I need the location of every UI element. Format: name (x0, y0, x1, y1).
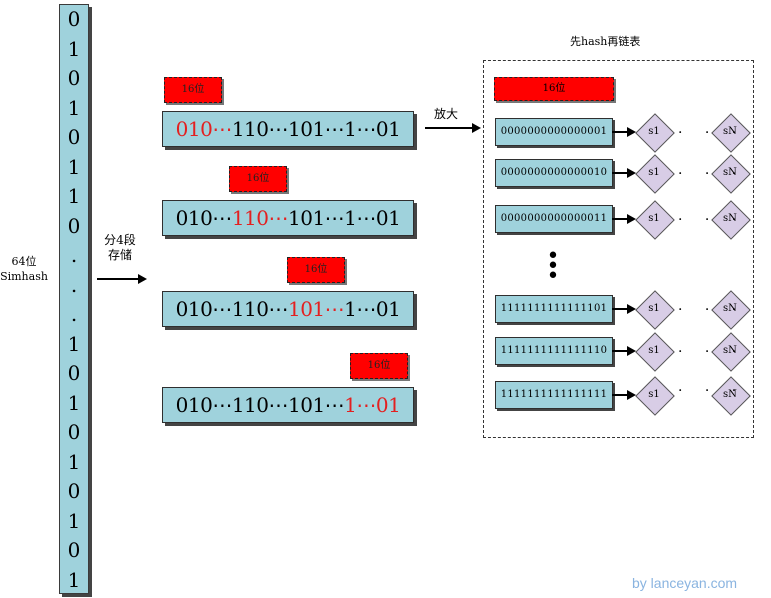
segment-part: 1⋯01 (344, 297, 401, 321)
split-arrow-head (138, 274, 147, 284)
hash-key-box: 1111111111111111 (495, 381, 613, 409)
chain-ellipsis: · · · (678, 125, 746, 141)
hash-key-box: 1111111111111101 (495, 295, 613, 323)
chain-arrow-head (627, 127, 636, 137)
simhash-label-line-1: 64位 (11, 255, 37, 268)
bit-cell: 0 (67, 420, 81, 444)
hash-key-box: 0000000000000001 (495, 118, 613, 146)
zoom-arrow-head (472, 123, 481, 133)
bit-cell: 1 (67, 331, 81, 356)
segment-tag-16bit: 16位 (287, 257, 345, 283)
segment-part: 101⋯ (287, 297, 345, 321)
chain-arrow-shaft (612, 350, 628, 352)
vertical-ellipsis: ••• (546, 244, 560, 289)
chain-arrow-shaft (612, 131, 628, 133)
simhash-label: 64位 Simhash (0, 254, 48, 284)
segment-part: 010⋯110⋯ (175, 297, 289, 321)
segment-part: 1⋯01 (344, 393, 401, 417)
bit-cell: 1 (67, 184, 81, 208)
bit-cell: 1 (67, 449, 81, 474)
split-label-line-1: 分4段 (104, 233, 136, 247)
segment-part: 010⋯ (175, 206, 233, 230)
bit-cell: . (70, 272, 78, 297)
chain-arrow-shaft (612, 308, 628, 310)
segment-part: 010⋯ (175, 117, 233, 141)
bit-cell: 0 (67, 479, 81, 503)
chain-arrow-shaft (612, 218, 628, 220)
chain-node-label: s1 (648, 303, 660, 314)
chain-ellipsis: · · · (678, 212, 746, 228)
chain-arrow-head (627, 214, 636, 224)
chain-node-label: s1 (648, 213, 660, 224)
bit-cell: 0 (67, 125, 81, 149)
hash-key-box: 0000000000000011 (495, 205, 613, 233)
chain-node-label: s1 (648, 167, 660, 178)
hash-key-box: 0000000000000010 (495, 159, 613, 187)
chain-arrow-head (627, 346, 636, 356)
segment-part: 101⋯1⋯01 (288, 206, 401, 230)
segment-part: 110⋯ (231, 206, 289, 230)
chain-ellipsis: · · · (678, 302, 746, 318)
simhash-label-line-2: Simhash (0, 270, 48, 283)
hash-table-title: 先hash再链表 (570, 35, 641, 48)
bit-cell: . (70, 302, 78, 326)
chain-ellipsis: · · · (678, 344, 746, 360)
bit-cell: 1 (67, 95, 81, 120)
watermark: by lanceyan.com (632, 575, 738, 591)
chain-ellipsis: · · · (678, 383, 746, 399)
split-label: 分4段 存储 (100, 233, 140, 263)
chain-arrow-head (627, 168, 636, 178)
segment-box: 010⋯110⋯101⋯1⋯01 (162, 387, 414, 423)
segment-part: 010⋯110⋯101⋯ (175, 393, 345, 417)
hash-table-tag: 16位 (494, 77, 614, 101)
bit-cell: 0 (67, 361, 81, 385)
chain-node-label: sN (723, 389, 737, 400)
segment-box: 010⋯110⋯101⋯1⋯01 (162, 200, 414, 236)
bit-cell: 1 (67, 508, 81, 533)
chain-arrow-head (627, 390, 636, 400)
bit-cell: 1 (67, 36, 81, 61)
simhash-bit-column: 0 1 0 1 0 1 1 0... 1 0 1 0 1 0 1 0 1 (59, 4, 89, 594)
bit-cell: 0 (67, 538, 81, 562)
chain-node-label: sN (723, 167, 737, 178)
bit-cell: 1 (67, 390, 81, 415)
bit-cell: 1 (67, 567, 81, 592)
segment-tag-16bit: 16位 (164, 77, 222, 103)
chain-node-label: sN (723, 213, 737, 224)
chain-arrow-shaft (612, 394, 628, 396)
segment-box: 010⋯110⋯101⋯1⋯01 (162, 111, 414, 147)
chain-node-label: s1 (648, 126, 660, 137)
split-label-line-2: 存储 (107, 248, 132, 262)
chain-node-label: sN (723, 126, 737, 137)
split-arrow-shaft (97, 278, 139, 280)
chain-node-label: s1 (648, 389, 660, 400)
zoom-label: 放大 (434, 107, 459, 121)
bit-cell: 0 (67, 66, 81, 90)
hash-table-frame (483, 60, 754, 438)
chain-ellipsis: · · · (678, 166, 746, 182)
zoom-arrow-shaft (425, 127, 473, 129)
segment-tag-16bit: 16位 (229, 166, 287, 192)
bit-cell: 0 (67, 213, 81, 238)
segment-tag-16bit: 16位 (350, 353, 408, 379)
bit-cell: 0 (67, 7, 81, 31)
segment-box: 010⋯110⋯101⋯1⋯01 (162, 291, 414, 327)
chain-arrow-head (627, 304, 636, 314)
chain-node-label: sN (723, 345, 737, 356)
segment-part: 110⋯101⋯1⋯01 (231, 117, 401, 141)
hash-key-box: 1111111111111110 (495, 337, 613, 365)
chain-arrow-shaft (612, 172, 628, 174)
bit-cell: . (70, 243, 78, 267)
chain-node-label: sN (723, 303, 737, 314)
bit-cell: 1 (67, 154, 81, 179)
chain-node-label: s1 (648, 345, 660, 356)
